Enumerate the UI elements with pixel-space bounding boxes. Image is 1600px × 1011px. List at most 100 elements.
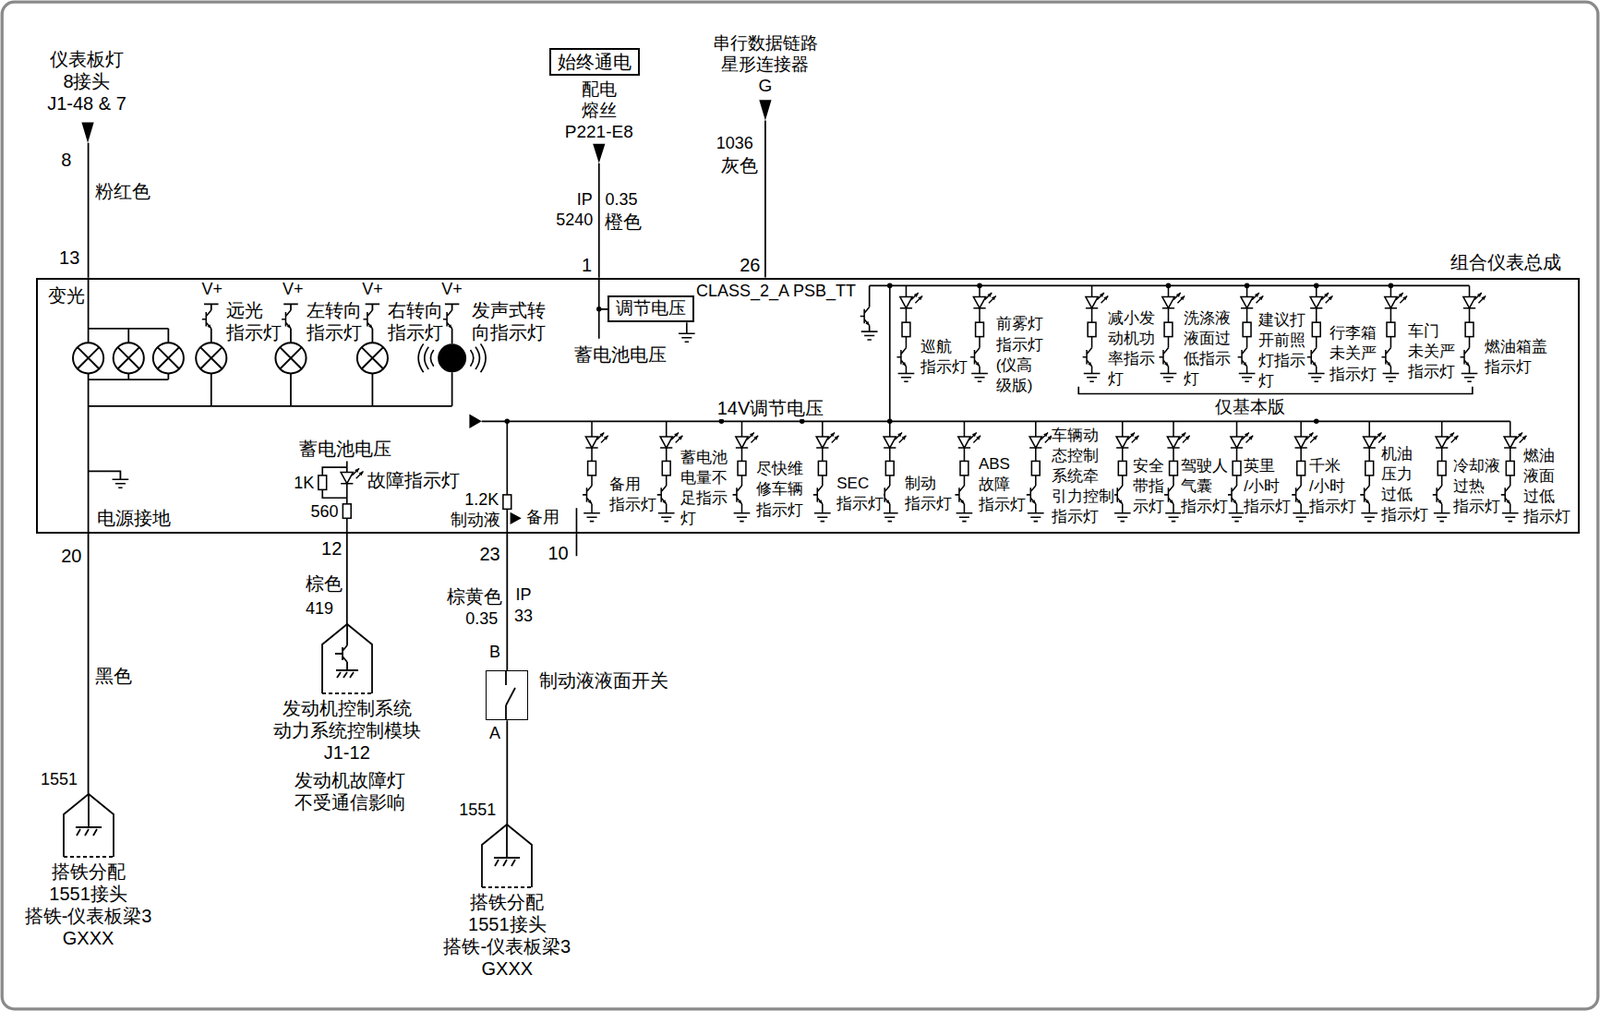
fuse-label: 配电 熔丝 P221-E8 bbox=[565, 79, 634, 143]
indicator-label: 机油 压力 过低 指示灯 bbox=[1381, 444, 1429, 526]
node-label: 组合仪表总成 bbox=[1450, 251, 1562, 274]
note: 发动机故障灯 不受通信影响 bbox=[294, 769, 406, 814]
outline-path bbox=[322, 692, 373, 695]
indicator-circuit bbox=[1460, 285, 1487, 382]
outline-path bbox=[75, 793, 102, 836]
indicator-label: 发声式转 向指示灯 bbox=[471, 299, 546, 344]
sound-waves bbox=[418, 343, 486, 373]
outline-path bbox=[505, 671, 516, 720]
indicator-label: 减小发 动机功 率指示 灯 bbox=[1107, 308, 1155, 390]
indicator-label: 燃油箱盖 指示灯 bbox=[1484, 336, 1548, 378]
indicator-label: 左转向 指示灯 bbox=[306, 299, 362, 344]
ground-label: 电源接地 bbox=[96, 506, 171, 530]
indicator-circuit bbox=[896, 285, 923, 382]
wire bbox=[505, 533, 508, 671]
wire-color: 黑色 bbox=[95, 664, 133, 687]
pin-number: 23 bbox=[479, 542, 500, 566]
shape-outline bbox=[486, 671, 526, 718]
wire-color: 粉红色 bbox=[95, 180, 151, 203]
pin-number: 26 bbox=[739, 253, 760, 277]
lamp-symbol bbox=[113, 342, 145, 373]
lamp-symbol bbox=[153, 342, 184, 373]
indicator-circuit bbox=[1159, 285, 1186, 382]
wire-size: 0.35 bbox=[465, 609, 498, 630]
lamp-symbol bbox=[195, 342, 227, 373]
wire-color: 棕黄色 bbox=[446, 585, 503, 608]
shape-outline bbox=[481, 824, 532, 888]
transistor-symbol bbox=[443, 310, 453, 329]
resistor-symbol bbox=[342, 504, 351, 518]
indicator-label: 千米 /小时 指示灯 bbox=[1309, 456, 1357, 518]
resistor-value: 1K bbox=[293, 473, 314, 494]
pin-number: 8 bbox=[60, 148, 72, 171]
shape-outline bbox=[322, 624, 373, 694]
node-label: 始终通电 bbox=[557, 50, 632, 73]
indicator-label: 燃油 液面 过低 指示灯 bbox=[1523, 445, 1571, 528]
outline-path bbox=[335, 624, 359, 678]
ground-symbol bbox=[861, 331, 879, 340]
indicator-label: 尽快维 修车辆 指示灯 bbox=[756, 458, 804, 520]
node-label: 搭铁分配 1551接头 搭铁-仪表板梁3 GXXX bbox=[24, 860, 153, 950]
indicator-label: 行李箱 未关严 指示灯 bbox=[1329, 323, 1377, 385]
wire-size: 0.35 bbox=[604, 190, 638, 211]
indicator-circuit bbox=[813, 421, 840, 521]
level-switch: 制动液液面开关 bbox=[485, 670, 529, 721]
internal-wire bbox=[481, 277, 1511, 557]
wire-size: IP bbox=[577, 190, 593, 211]
transistor-symbol bbox=[860, 307, 870, 326]
indicator-label: 故障指示灯 bbox=[367, 469, 460, 492]
indicator-circuit bbox=[733, 421, 759, 521]
pin-number: 10 bbox=[547, 541, 568, 565]
circuit-number: 5240 bbox=[555, 210, 593, 231]
outline-path bbox=[63, 793, 114, 857]
indicator-label: 远光 指示灯 bbox=[226, 299, 282, 344]
wire bbox=[346, 533, 349, 625]
indicator-label: 车辆动 态控制 系统牵 引力控制 指示灯 bbox=[1051, 425, 1115, 528]
indicator-label: SEC 指示灯 bbox=[836, 473, 884, 515]
indicator-label: ABS 故障 指示灯 bbox=[978, 454, 1026, 516]
signal-name: PSB_TT bbox=[793, 281, 856, 302]
indicator-label: 蓄电池 电量不 足指示 灯 bbox=[680, 447, 728, 530]
pin-number: 1 bbox=[581, 253, 592, 277]
supply-label: V+ bbox=[202, 279, 224, 301]
indicator-label: 前雾灯 指示灯 (仪高 级版) bbox=[996, 313, 1044, 396]
outline-path bbox=[322, 624, 373, 694]
signal-name: CLASS_2_A bbox=[696, 281, 790, 302]
indicator-label: 巡航 指示灯 bbox=[920, 336, 968, 378]
indicator-circuit bbox=[582, 421, 609, 521]
indicator-label: 右转向 指示灯 bbox=[387, 299, 444, 344]
outline-path bbox=[63, 855, 114, 858]
wire bbox=[505, 720, 508, 825]
pin-letter: B bbox=[489, 642, 501, 663]
splice-number: 1551 bbox=[40, 769, 78, 791]
indicator-label: 车门 未关严 指示灯 bbox=[1407, 321, 1456, 383]
indicator-label: 安全 带指 示灯 bbox=[1132, 456, 1165, 518]
wire-size: IP bbox=[515, 585, 531, 606]
indicator-circuit bbox=[657, 421, 684, 521]
junction-dots bbox=[505, 283, 1395, 424]
indicator-label: 冷却液 过热 指示灯 bbox=[1453, 456, 1501, 518]
pin-letter: A bbox=[489, 723, 501, 745]
outline-path bbox=[493, 824, 520, 867]
ground-symbol bbox=[112, 479, 130, 488]
indicator-circuit bbox=[1381, 285, 1408, 382]
circuit-number: 33 bbox=[514, 606, 533, 627]
circuit-number: 419 bbox=[305, 599, 334, 620]
buzzer-symbol bbox=[437, 343, 467, 373]
ground-connector: 搭铁分配 1551接头 搭铁-仪表板梁3 GXXX bbox=[443, 824, 571, 980]
lamp-symbol bbox=[72, 342, 104, 373]
lamp-symbol bbox=[357, 342, 388, 373]
wire-color: 灰色 bbox=[721, 154, 758, 177]
indicator-label: 建议打 开前照 灯指示 灯 bbox=[1258, 310, 1306, 392]
terminal-arrow bbox=[81, 99, 771, 164]
wire-color: 棕色 bbox=[305, 572, 343, 595]
resistor-value: 560 bbox=[310, 502, 338, 523]
wire-color: 橙色 bbox=[604, 210, 642, 233]
outline-path bbox=[481, 824, 532, 888]
regulator-box: 调节电压 bbox=[607, 295, 695, 323]
indicator-circuit bbox=[1082, 285, 1109, 382]
variant-note: 仅基本版 bbox=[1215, 396, 1286, 419]
indicator-circuit bbox=[954, 421, 981, 521]
